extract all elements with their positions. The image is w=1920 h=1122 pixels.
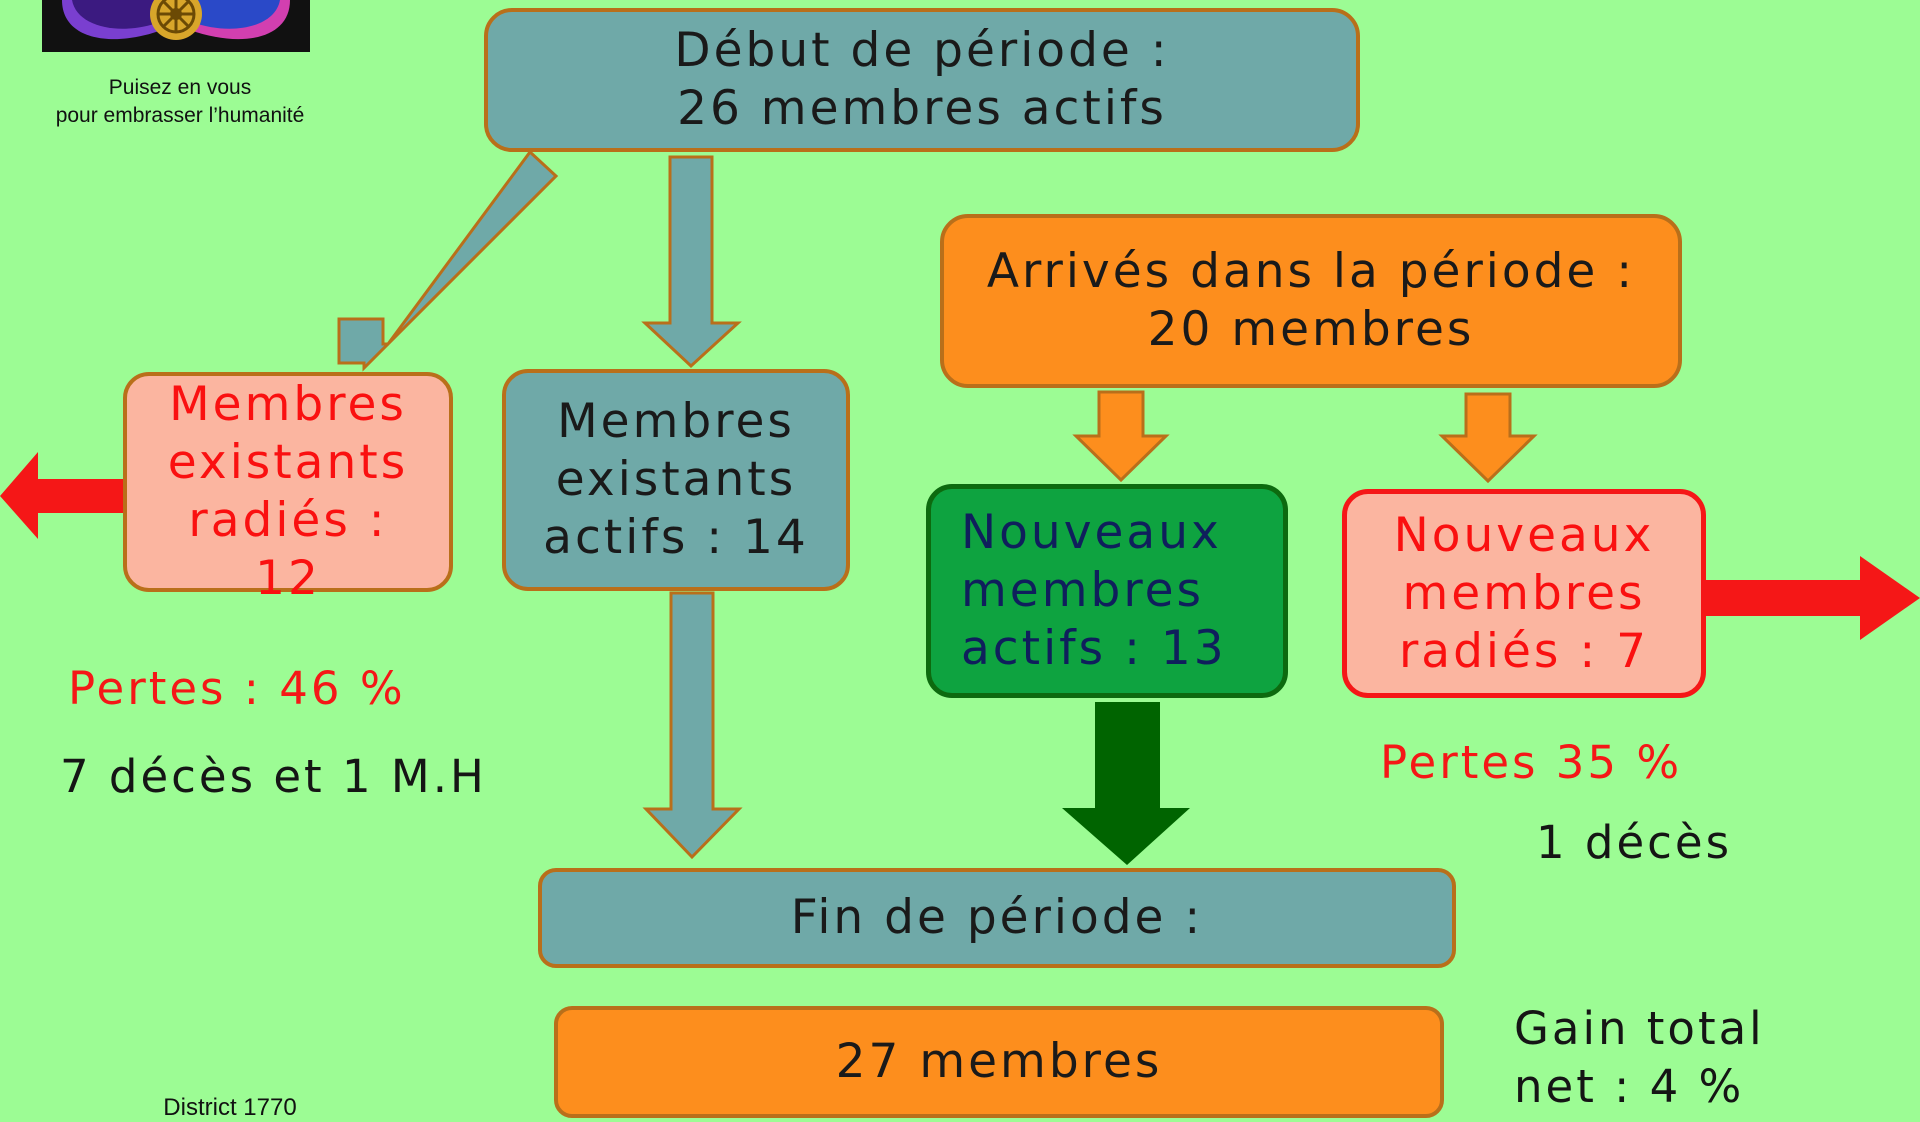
membres-existants-radies-box: Membres existants radiés : 12 (123, 372, 453, 606)
actifs-line-1: Membres (557, 394, 795, 449)
pertes-nouveaux: Pertes 35 % (1380, 736, 1683, 789)
radies-line-4: 12 (255, 551, 321, 606)
arrow-left-exit (0, 452, 142, 539)
gain-total-line-1: Gain total (1514, 1002, 1765, 1055)
arrow-arrives-to-nouveaux-radies (1438, 392, 1538, 484)
rotary-wheel-icon (150, 0, 202, 40)
arrow-nouveaux-actifs-to-fin (1062, 702, 1190, 865)
rotary-logo (42, 0, 310, 52)
radies-line-1: Membres (169, 377, 407, 432)
radies-line-3: radiés : (188, 493, 388, 548)
slogan-line-1: Puisez en vous (108, 76, 252, 99)
district-label: District 1770 (163, 1094, 297, 1121)
arrives-periode-box: Arrivés dans la période : 20 membres (940, 214, 1682, 388)
debut-line-1: Début de période : (674, 23, 1170, 78)
gain-total-line-2: net : 4 % (1514, 1060, 1745, 1113)
actifs-line-2: existants (555, 452, 797, 507)
arrow-actifs-to-fin (642, 591, 743, 860)
actifs-line-3: actifs : 14 (543, 510, 809, 565)
nouveaux-actifs-line-1: Nouveaux (961, 505, 1222, 560)
deces-nouveaux: 1 décès (1536, 816, 1733, 869)
nouveaux-radies-line-3: radiés : 7 (1398, 623, 1650, 679)
fin-label: Fin de période : (790, 890, 1204, 945)
debut-line-2: 26 membres actifs (677, 81, 1167, 136)
nouveaux-actifs-line-3: actifs : 13 (961, 621, 1227, 676)
nouveaux-radies-line-2: membres (1402, 565, 1646, 621)
total-label: 27 membres (835, 1034, 1163, 1089)
membres-existants-actifs-box: Membres existants actifs : 14 (502, 369, 850, 591)
arrow-debut-to-radies (337, 149, 559, 372)
fin-periode-box: Fin de période : (538, 868, 1456, 968)
slogan-line-2: pour embrasser l’humanité (55, 104, 305, 127)
nouveaux-membres-radies-box: Nouveaux membres radiés : 7 (1342, 489, 1706, 698)
deces-existants: 7 décès et 1 M.H (60, 750, 487, 803)
nouveaux-actifs-line-2: membres (961, 563, 1205, 618)
total-membres-box: 27 membres (554, 1006, 1444, 1118)
nouveaux-membres-actifs-box: Nouveaux membres actifs : 13 (926, 484, 1288, 698)
arrives-line-2: 20 membres (1147, 302, 1475, 357)
radies-line-2: existants (167, 435, 409, 490)
arrow-right-exit (1700, 556, 1920, 640)
pertes-existants: Pertes : 46 % (68, 662, 406, 715)
debut-periode-box: Début de période : 26 membres actifs (484, 8, 1360, 152)
arrow-debut-to-actifs (641, 155, 742, 369)
nouveaux-radies-line-1: Nouveaux (1393, 507, 1655, 563)
arrives-line-1: Arrivés dans la période : (986, 244, 1636, 299)
arrow-arrives-to-nouveaux-actifs (1072, 390, 1170, 483)
slogan: Puisez en vous pour embrasser l’humanité (0, 74, 360, 130)
